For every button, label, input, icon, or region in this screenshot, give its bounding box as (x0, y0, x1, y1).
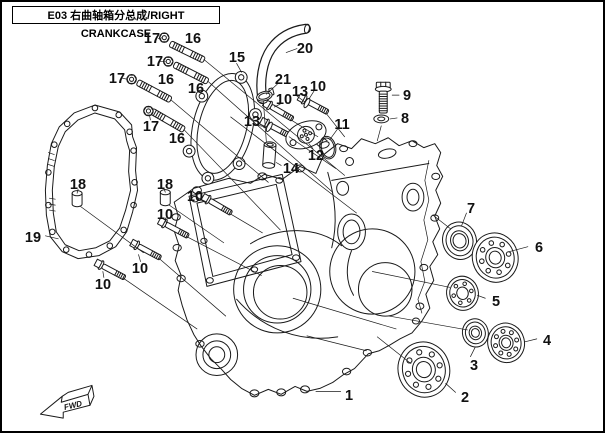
bearing-2-drawing (392, 336, 456, 403)
callout-4-ball-bearing: 4 (542, 333, 552, 349)
callout-1-crankcase-body: 1 (344, 388, 354, 404)
callout-21-hose-clamp: 21 (274, 72, 292, 88)
callout-17-flange-nut: 17 (146, 54, 164, 70)
o-ring-drawing (318, 135, 338, 161)
callout-9-flange-bolt: 9 (402, 88, 412, 104)
callout-5-ball-bearing: 5 (491, 294, 501, 310)
sealing-washer-drawing (374, 115, 389, 123)
bearing-6-drawing (467, 228, 524, 288)
callout-16-stud-bolt: 16 (184, 31, 202, 47)
title-box: E03 右曲轴箱分总成/RIGHT CRANKCASE (12, 6, 220, 40)
callout-10-flange-bolt: 10 (156, 207, 174, 223)
callout-20-breather-hose: 20 (296, 41, 314, 57)
callout-10-flange-bolt: 10 (275, 92, 293, 108)
sleeve-drawing (262, 142, 276, 169)
bearing-5-drawing (443, 273, 482, 314)
callout-12-outlet-fitting: 12 (307, 148, 325, 164)
callout-19-crankcase-gasket: 19 (24, 230, 42, 246)
hose-clamp-drawing (255, 88, 275, 103)
callout-11-o-ring: 11 (334, 117, 350, 133)
callout-8-sealing-washer: 8 (400, 111, 410, 127)
callout-10-flange-bolt: 10 (186, 189, 204, 205)
crankcase-body-drawing (172, 138, 443, 397)
callout-13-washer: 13 (243, 114, 261, 130)
callout-18-dowel-pin: 18 (69, 177, 87, 193)
callout-3-oil-seal: 3 (469, 358, 479, 374)
fwd-arrow (40, 385, 94, 418)
washer-13b (265, 121, 273, 132)
callout-14-sleeve: 14 (282, 161, 300, 177)
oil-seal-3-drawing (459, 316, 491, 350)
bearing-4-drawing (483, 319, 529, 367)
oil-seal-7-drawing (438, 218, 480, 263)
callout-2-ball-bearing: 2 (460, 390, 470, 406)
callout-17-flange-nut: 17 (143, 31, 161, 47)
crankcase-gasket-drawing (45, 105, 137, 259)
callout-17-flange-nut: 17 (142, 119, 160, 135)
callout-10-flange-bolt: 10 (309, 79, 327, 95)
callout-18-dowel-pin: 18 (156, 177, 174, 193)
callout-16-stud-bolt: 16 (157, 72, 175, 88)
callout-16-stud-bolt: 16 (187, 81, 205, 97)
callout-6-ball-bearing: 6 (534, 240, 544, 256)
callout-16-stud-bolt: 16 (168, 131, 186, 147)
leader-lines (45, 38, 536, 393)
callout-15-cover-gasket: 15 (228, 50, 246, 66)
callout-10-flange-bolt: 10 (94, 277, 112, 293)
drain-bolt-drawing (375, 82, 391, 113)
callout-13-washer: 13 (291, 84, 309, 100)
callout-7-oil-seal: 7 (466, 201, 476, 217)
callout-17-flange-nut: 17 (108, 71, 126, 87)
callout-10-flange-bolt: 10 (131, 261, 149, 277)
